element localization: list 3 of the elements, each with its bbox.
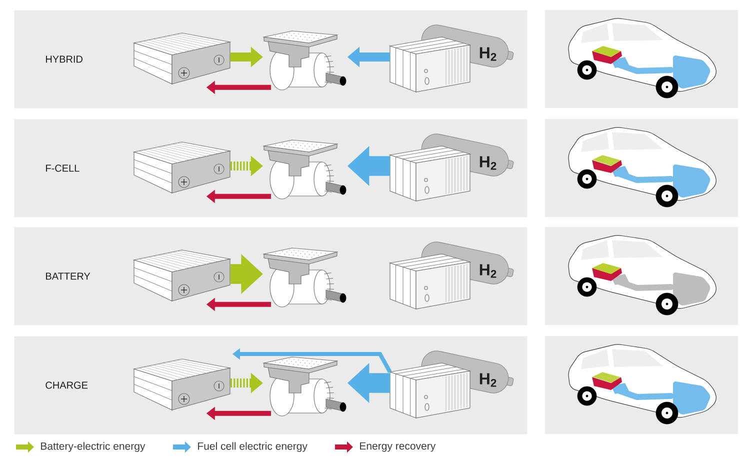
legend-label: Fuel cell electric energy: [198, 442, 308, 452]
legend-label: Energy recovery: [360, 442, 436, 452]
legend-label: Battery-electric energy: [41, 442, 146, 452]
